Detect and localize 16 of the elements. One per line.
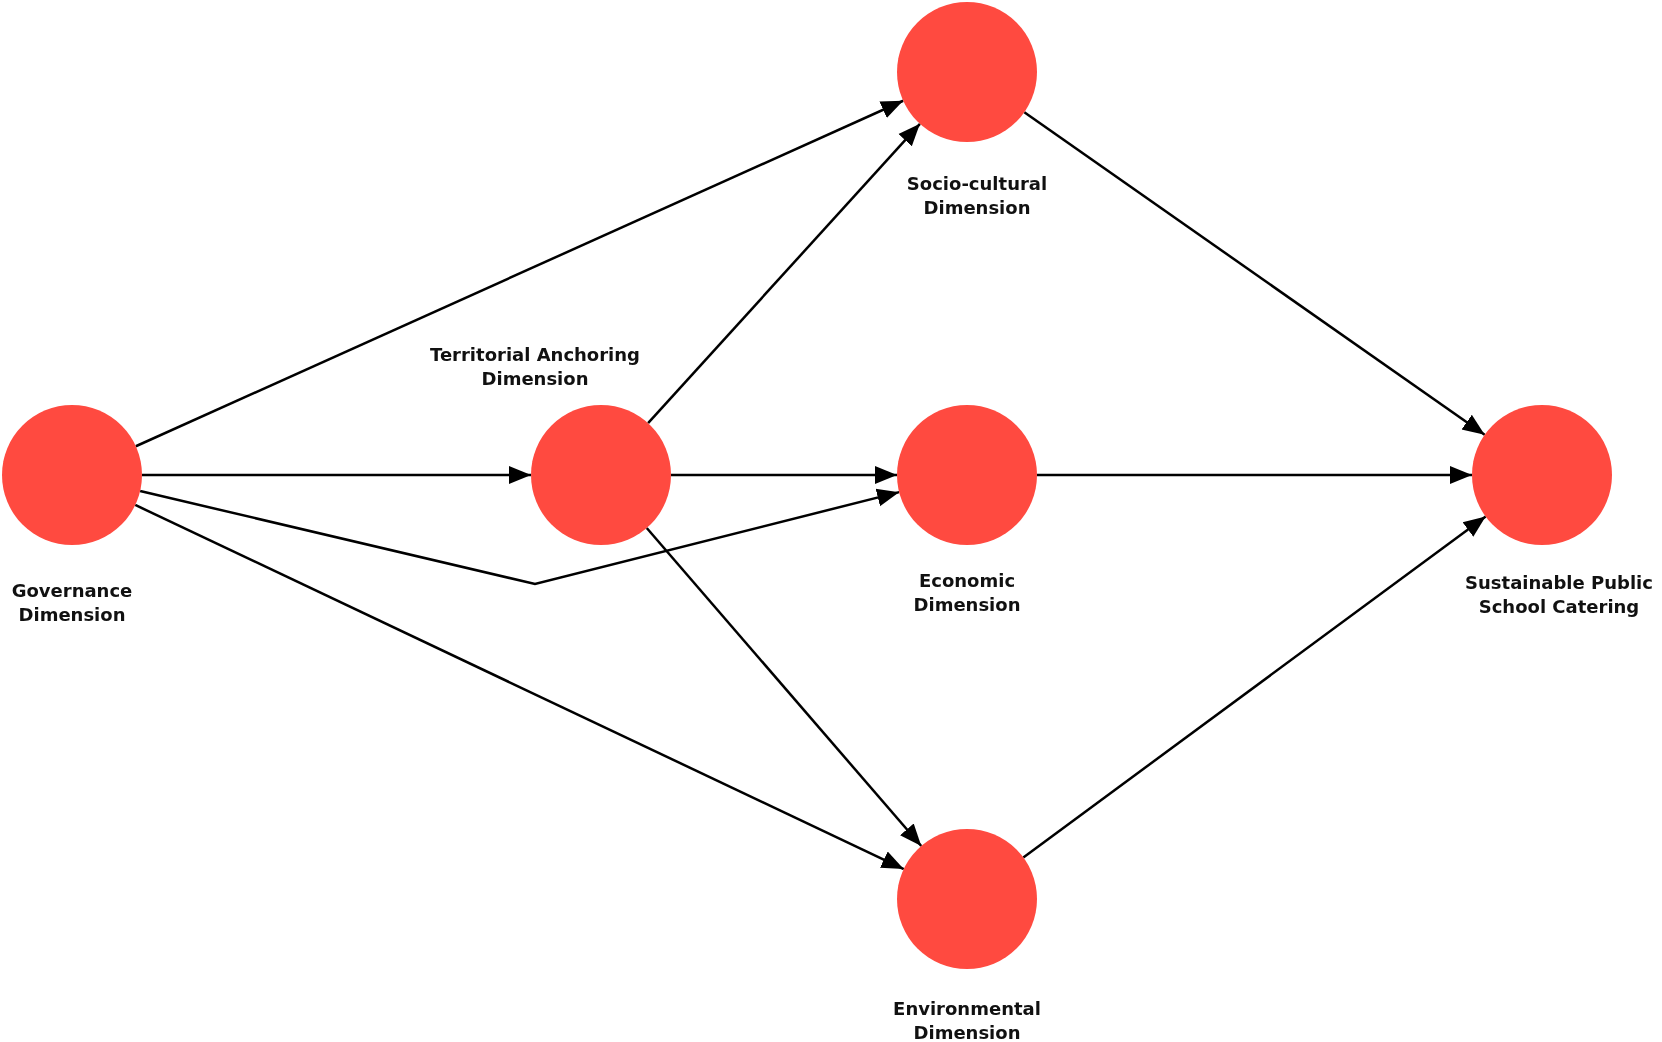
arrow (142, 466, 531, 484)
arrow (1022, 515, 1487, 859)
node-label: Environmental Dimension (892, 997, 1042, 1042)
arrow (139, 488, 900, 586)
arrow (645, 527, 923, 847)
arrow (671, 466, 897, 484)
arrow (1037, 466, 1472, 484)
node-label: Socio-cultural Dimension (905, 172, 1049, 220)
node-label: Sustainable Public School Catering (1464, 571, 1654, 619)
arrow (647, 122, 921, 425)
node-label: Governance Dimension (10, 579, 134, 627)
arrow (1023, 111, 1486, 436)
node-label: Territorial Anchoring Dimension (429, 343, 641, 391)
arrow (135, 99, 904, 448)
node-label: Economic Dimension (912, 569, 1022, 617)
arrow (134, 503, 905, 871)
